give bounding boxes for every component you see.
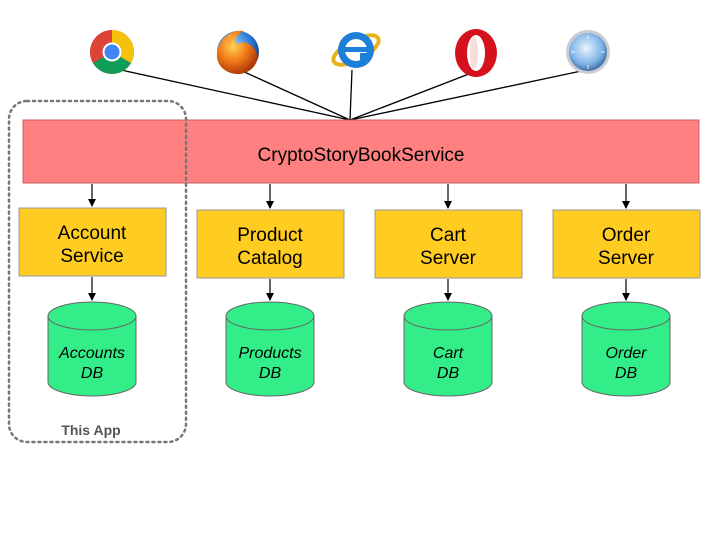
internet-explorer-icon [331,32,381,68]
service-box [18,207,167,277]
firefox-icon [216,30,259,75]
gateway-box [22,119,700,184]
service-label-line1: Product [237,225,303,246]
service-label-line1: Cart [430,225,467,246]
service-label-line2: Catalog [237,248,303,269]
db-label-line2: DB [81,365,104,382]
db-label-line2: DB [615,365,638,382]
gateway-label: CryptoStoryBookService [258,145,465,166]
gateway-service: CryptoStoryBookService [22,119,700,184]
service-label-line2: Server [598,248,655,269]
db-label-line1: Cart [433,345,464,362]
chrome-icon [90,30,134,74]
db-cylinder [403,316,493,397]
db-cylinder [581,316,671,397]
database-order: Order DB [581,301,671,397]
db-label-line1: Order [606,345,648,362]
service-order-server: Order Server [552,209,701,279]
service-product-catalog: Product Catalog [196,209,345,279]
database-cart: Cart DB [403,301,493,397]
service-box [374,209,523,279]
db-cylinder [225,316,315,397]
db-label-line2: DB [437,365,460,382]
opera-icon [455,29,497,77]
service-label-line2: Service [60,246,123,267]
database-products: Products DB [225,301,315,397]
db-label-line1: Products [238,345,301,362]
boundary-label: This App [61,422,120,438]
db-cylinder [47,316,137,397]
service-label-line1: Order [602,225,651,246]
service-box [552,209,701,279]
service-box [196,209,345,279]
service-to-db-connectors [88,277,630,301]
db-label-line2: DB [259,365,282,382]
boundary-outline [7,99,188,444]
safari-icon [566,30,610,74]
database-accounts: Accounts DB [47,301,137,397]
service-label-line1: Account [58,223,127,244]
service-cart-server: Cart Server [374,209,523,279]
app-boundary: This App [7,99,188,444]
service-account: Account Service [18,207,167,277]
db-label-line1: Accounts [58,345,125,362]
service-label-line2: Server [420,248,477,269]
gateway-to-service-connectors [88,184,630,209]
client-connectors [111,67,587,121]
